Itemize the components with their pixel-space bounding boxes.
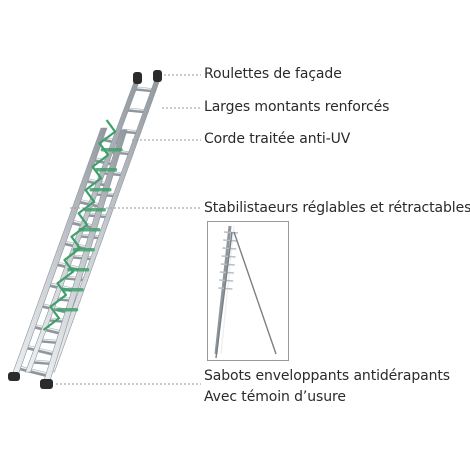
inset-rung	[223, 239, 238, 242]
ladder-rung-highlight	[25, 344, 56, 354]
inset-rung	[223, 231, 239, 234]
label-stabilisateurs: Stabilistaeurs réglables et rétractables	[204, 200, 470, 216]
rope-segment	[67, 268, 90, 272]
rope	[42, 119, 123, 331]
rope-segment	[89, 188, 112, 192]
stabilizer-detail-illustration	[214, 225, 277, 359]
ladder-rung-highlight	[134, 86, 155, 91]
ladder-wheels-and-feet	[8, 70, 162, 389]
ladder-rung	[15, 365, 52, 378]
ladder-rung-highlight	[126, 107, 147, 112]
rope-segment	[56, 308, 79, 312]
label-roulettes: Roulettes de façade	[204, 66, 342, 82]
rope-segment	[83, 208, 106, 212]
inset-stabilizer-leg-right	[233, 231, 277, 355]
right-foot	[40, 379, 53, 389]
rope-segment	[78, 228, 101, 232]
label-sabots: Sabots enveloppants antidérapants Avec t…	[204, 368, 450, 405]
upper-section-left-rail	[25, 77, 141, 373]
left-foot	[8, 372, 20, 381]
ladder-rung-highlight	[92, 157, 115, 164]
inset-rail-highlight	[220, 225, 235, 355]
label-corde: Corde traitée anti-UV	[204, 131, 351, 147]
ladder-rung	[61, 275, 89, 282]
rope-segment	[95, 168, 118, 172]
ladder-rung-highlight	[17, 365, 50, 375]
ladder-rung	[30, 323, 65, 336]
rope-segment	[61, 288, 84, 292]
ladder-rung	[23, 344, 58, 357]
leader-lines	[56, 74, 201, 385]
stabilizer-inset	[207, 221, 289, 361]
rope-segment	[100, 148, 123, 152]
inset-stabilizer-leg-left	[215, 231, 233, 359]
left-wheel	[133, 72, 142, 84]
rope-segment	[72, 248, 95, 252]
right-wheel	[153, 70, 162, 82]
inset-rail	[214, 225, 232, 355]
label-montants: Larges montants renforcés	[204, 99, 390, 115]
rope-strand	[42, 119, 117, 331]
